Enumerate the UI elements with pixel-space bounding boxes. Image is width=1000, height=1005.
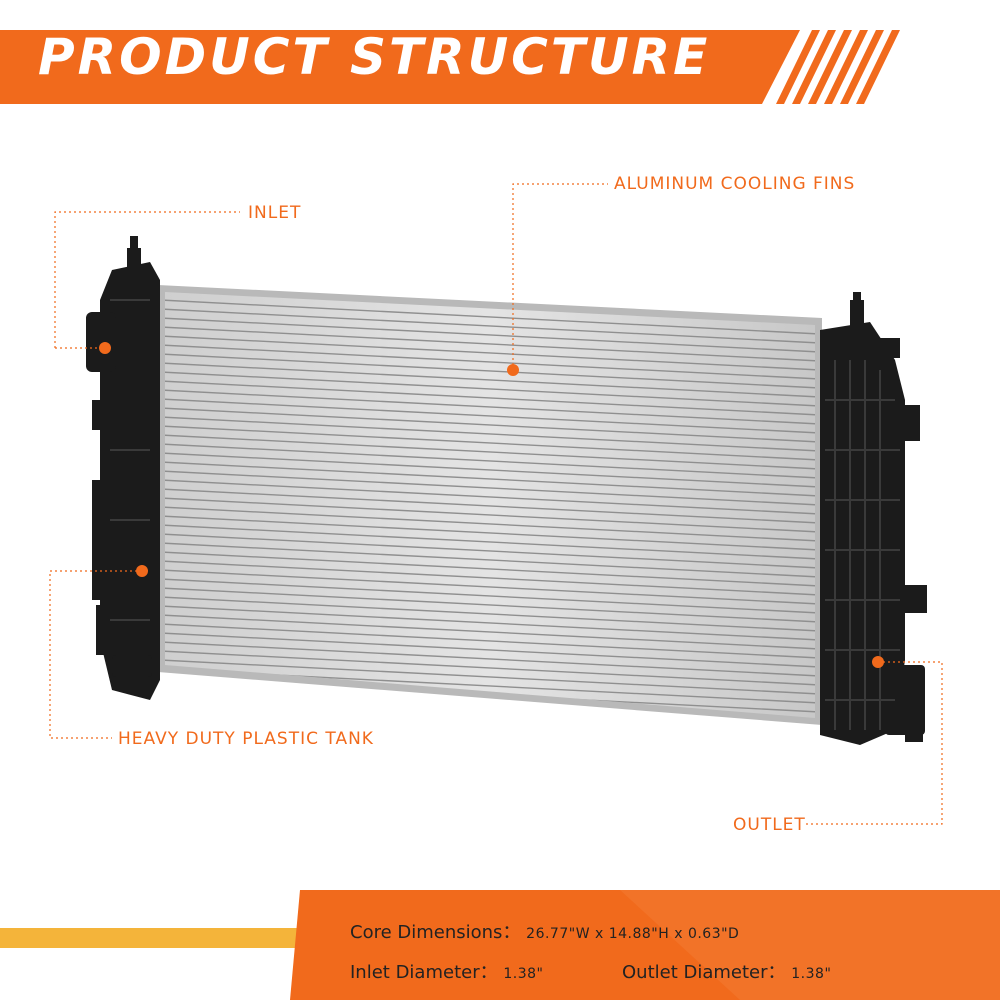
outlet-diameter-value: 1.38" xyxy=(791,966,832,982)
inlet-diameter-spec: Inlet Diameter： 1.38" xyxy=(350,958,543,984)
fin-line xyxy=(165,362,815,398)
fin-line xyxy=(165,659,815,695)
aluminum-core xyxy=(158,285,822,725)
inlet-callout-label: INLET xyxy=(248,203,302,223)
fin-line xyxy=(165,614,815,650)
right-plastic-tank xyxy=(820,292,927,745)
fin-line xyxy=(165,443,815,479)
fin-line xyxy=(165,335,815,371)
fin-line xyxy=(165,506,815,542)
core-dimensions-value: 26.77"W x 14.88"H x 0.63"D xyxy=(526,926,740,942)
fin-line xyxy=(165,524,815,560)
fin-line xyxy=(165,578,815,614)
fin-line xyxy=(165,650,815,686)
fin-line xyxy=(165,605,815,641)
page-title: PRODUCT STRUCTURE xyxy=(38,28,711,86)
fin-line xyxy=(165,470,815,506)
core-dimensions-spec: Core Dimensions： 26.77"W x 14.88"H x 0.6… xyxy=(350,918,739,944)
fin-line xyxy=(165,569,815,605)
inlet-marker-dot xyxy=(99,342,111,354)
header-banner-shape xyxy=(0,30,900,104)
fin-line xyxy=(165,488,815,524)
fin-line xyxy=(165,416,815,452)
fin-line xyxy=(165,389,815,425)
fin-line xyxy=(165,515,815,551)
fin-line xyxy=(165,596,815,632)
fins-callout-label: ALUMINUM COOLING FINS xyxy=(614,174,856,194)
outlet-diameter-label: Outlet Diameter： xyxy=(622,962,786,983)
fin-line xyxy=(165,299,815,335)
fin-line xyxy=(165,308,815,344)
tank-marker-dot xyxy=(136,565,148,577)
inlet-diameter-label: Inlet Diameter： xyxy=(350,962,498,983)
fin-line xyxy=(165,434,815,470)
fin-line xyxy=(165,551,815,587)
fin-line xyxy=(165,623,815,659)
fin-line xyxy=(165,407,815,443)
fin-line xyxy=(165,380,815,416)
fins-marker-dot xyxy=(507,364,519,376)
outlet-diameter-spec: Outlet Diameter： 1.38" xyxy=(622,958,831,984)
left-plastic-tank xyxy=(86,236,160,700)
inlet-diameter-value: 1.38" xyxy=(503,966,544,982)
fin-line xyxy=(165,497,815,533)
fin-line xyxy=(165,344,815,380)
fin-line xyxy=(165,533,815,569)
fin-line xyxy=(165,641,815,677)
fin-line xyxy=(165,560,815,596)
fin-line xyxy=(165,425,815,461)
fin-line xyxy=(165,317,815,353)
callout-leader-lines xyxy=(49,183,943,825)
right-tank-ribs xyxy=(825,360,900,730)
spec-footer-background xyxy=(0,890,1000,1000)
callout-markers xyxy=(99,342,884,668)
fin-line xyxy=(165,632,815,668)
fin-line xyxy=(165,371,815,407)
fin-line xyxy=(165,479,815,515)
outlet-callout-label: OUTLET xyxy=(733,815,806,835)
outlet-marker-dot xyxy=(872,656,884,668)
tank-callout-label: HEAVY DUTY PLASTIC TANK xyxy=(118,729,374,749)
fin-line xyxy=(165,398,815,434)
fin-line xyxy=(165,452,815,488)
fin-line xyxy=(165,461,815,497)
spec-footer: Core Dimensions： 26.77"W x 14.88"H x 0.6… xyxy=(0,890,1000,1000)
fin-line xyxy=(165,587,815,623)
fin-line xyxy=(165,542,815,578)
header-banner: PRODUCT STRUCTURE xyxy=(0,0,1000,110)
core-dimensions-label: Core Dimensions： xyxy=(350,922,521,943)
fin-line xyxy=(165,326,815,362)
fin-line xyxy=(165,353,815,389)
